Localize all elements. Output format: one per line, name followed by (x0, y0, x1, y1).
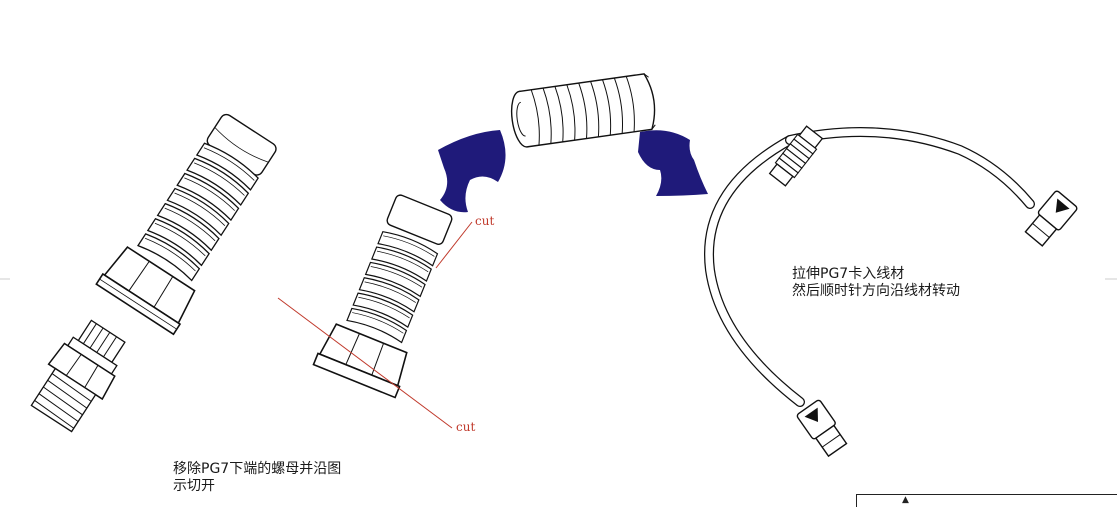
arrow-up-icon (438, 130, 506, 213)
cable-assembly (704, 125, 1078, 458)
strain-relief-spring (510, 73, 656, 148)
cable-gland-spring (768, 125, 824, 187)
step2-gland-cut (312, 194, 453, 399)
cut-line-bottom (277, 297, 453, 429)
step3-instruction-line1: 拉伸PG7卡入线材 (792, 266, 905, 282)
cut-label-bottom: cut (456, 420, 475, 434)
arrow-down-icon (638, 130, 708, 196)
step1-instruction-line1: 移除PG7下端的螺母并沿图 (173, 461, 342, 477)
step3-instruction-line2: 然后顺时针方向沿线材转动 (792, 283, 960, 299)
step1-threaded-body (30, 319, 126, 433)
cut-line-top (435, 221, 473, 269)
connector-bottom (796, 399, 848, 458)
title-block-frame (856, 494, 1117, 507)
step1-gland-body (95, 113, 277, 336)
title-block-mark-icon: ▲ (902, 495, 909, 505)
step1-instruction-line2: 示切开 (173, 478, 215, 494)
cut-label-top: cut (475, 214, 494, 228)
step3-instruction: 拉伸PG7卡入线材 然后顺时针方向沿线材转动 (792, 266, 960, 300)
connector-top-right (1024, 190, 1078, 247)
step1-instruction: 移除PG7下端的螺母并沿图 示切开 (173, 461, 341, 495)
